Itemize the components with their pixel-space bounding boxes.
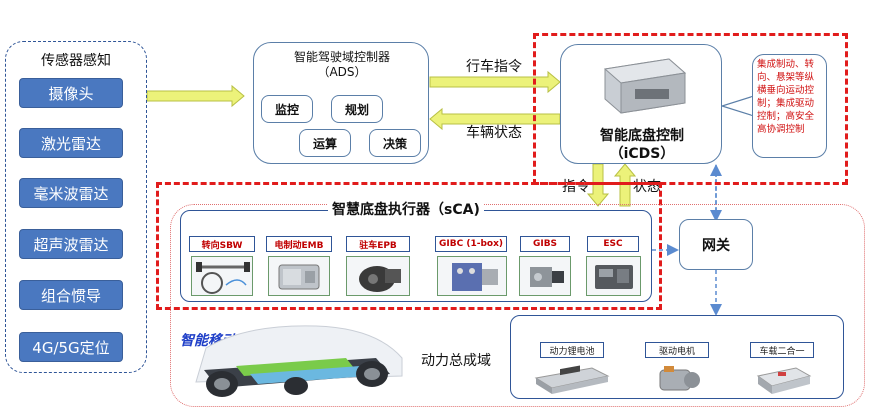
- vehicle-state-label: 车辆状态: [466, 125, 522, 141]
- motor-image: [659, 366, 700, 391]
- sca-title: 智慧底盘执行器（sCA): [328, 199, 484, 219]
- sensor-ultrasonic-radar: 超声波雷达: [19, 229, 123, 259]
- sensor-lidar: 激光雷达: [19, 128, 123, 158]
- icds-subtitle: （iCDS）: [609, 146, 675, 162]
- ads-controller: 智能驾驶域控制器 （ADS） 监控 规划 运算 决策: [253, 42, 429, 164]
- sbw-image: [191, 256, 253, 296]
- chassis-domain-area: [170, 204, 865, 407]
- sensor-to-ads-arrow: [146, 84, 245, 108]
- icds-controller: 智能底盘控制 （iCDS）: [560, 44, 722, 164]
- onboard-charger-image: [756, 367, 812, 394]
- vehicle-state-arrow: [429, 107, 561, 131]
- sca-highlight-zone: [156, 182, 662, 310]
- ecu-image: [603, 58, 687, 114]
- gateway-label: 网关: [702, 237, 730, 254]
- actuator-epb: 驻车EPB: [346, 236, 410, 252]
- sensor-panel-title: 传感器感知: [41, 53, 111, 69]
- emb-image: [268, 256, 330, 296]
- sensor-4g5g-positioning: 4G/5G定位: [19, 332, 123, 362]
- skateboard-chassis-image: [195, 325, 403, 397]
- sensor-ins: 组合惯导: [19, 280, 123, 310]
- powertrain-label: 动力总成域: [421, 353, 491, 369]
- icds-highlight-zone: [533, 33, 848, 185]
- sensor-camera: 摄像头: [19, 78, 123, 108]
- actuator-gibs: GIBS: [520, 236, 570, 252]
- actuator-esc: ESC: [587, 236, 639, 252]
- drive-command-label: 行车指令: [466, 59, 522, 75]
- sensor-mmwave-radar: 毫米波雷达: [19, 178, 123, 208]
- ads-module-monitor: 监控: [261, 95, 313, 123]
- esc-image: [586, 256, 641, 296]
- gateway-node: 网关: [679, 219, 753, 270]
- sca-panel: [180, 210, 652, 302]
- gibs-image: [519, 256, 571, 296]
- gibc-image: [437, 256, 507, 296]
- drive-command-arrow: [429, 70, 561, 94]
- actuator-emb: 电制动EMB: [266, 236, 332, 252]
- state-up-arrow: [613, 163, 637, 207]
- battery-image: [534, 365, 610, 394]
- ads-title: 智能驾驶域控制器: [293, 50, 390, 64]
- powertrain-motor: 驱动电机: [645, 342, 709, 358]
- ads-subtitle: （ADS）: [317, 65, 367, 79]
- callout-pointer: [722, 95, 754, 117]
- icds-callout: 集成制动、转向、悬架等纵横垂向运动控制；集成驱动控制；高安全高协调控制: [752, 54, 827, 158]
- ads-module-compute: 运算: [299, 129, 351, 157]
- powertrain-onboard-2in1: 车载二合一: [750, 342, 814, 358]
- icds-title: 智能底盘控制: [600, 128, 684, 144]
- icds-callout-text: 集成制动、转向、悬架等纵横垂向运动控制；集成驱动控制；高安全高协调控制: [757, 59, 815, 135]
- actuator-gibc: GIBC (1-box): [435, 236, 507, 252]
- sensor-panel: 传感器感知 摄像头 激光雷达 毫米波雷达 超声波雷达 组合惯导 4G/5G定位: [5, 41, 147, 373]
- ads-module-decision: 决策: [369, 129, 421, 157]
- powertrain-battery: 动力锂电池: [540, 342, 604, 358]
- command-down-arrow: [586, 163, 610, 207]
- epb-image: [346, 256, 410, 296]
- actuator-sbw: 转向SBW: [189, 236, 255, 252]
- ads-module-planning: 规划: [331, 95, 383, 123]
